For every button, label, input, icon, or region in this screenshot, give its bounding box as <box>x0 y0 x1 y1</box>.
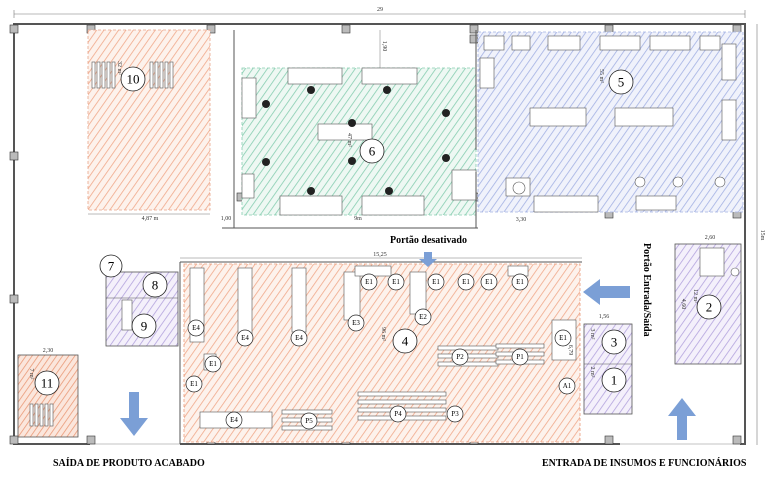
area-7-number: 7 <box>108 259 115 274</box>
arrow-left-entry-gate <box>583 279 630 305</box>
svg-text:P3: P3 <box>451 410 459 418</box>
area-4-size: 96 m² <box>380 327 386 341</box>
area-7-8-9: 7 8 9 <box>99 254 179 347</box>
area-4-number: 4 <box>402 334 409 349</box>
dim-190: 1,90 <box>381 41 387 52</box>
dim-460: 4,60 <box>680 299 686 310</box>
area-8-number: 8 <box>152 278 159 293</box>
equipment-e1: E1 <box>554 329 572 347</box>
equipment-e4: E4 <box>290 329 308 347</box>
area-3-size: 3 m² <box>589 329 595 340</box>
svg-text:E1: E1 <box>365 278 373 286</box>
arrow-down-disabled-gate <box>419 252 437 267</box>
svg-text:P2: P2 <box>456 353 464 361</box>
area-10-size: 32 m² <box>116 61 122 75</box>
svg-text:E1: E1 <box>209 360 217 368</box>
equipment-e1: E1 <box>480 273 498 291</box>
svg-text:E4: E4 <box>241 334 249 342</box>
svg-text:E1: E1 <box>462 278 470 286</box>
equipment-p1: P1 <box>511 348 529 366</box>
area-2-number: 2 <box>706 300 713 315</box>
equipment-e1: E1 <box>427 273 445 291</box>
area-6-number: 6 <box>369 144 376 159</box>
entry-exit-gate-label: Portão Entrada/Saída <box>641 243 652 337</box>
equipment-e1: E1 <box>185 375 203 393</box>
svg-text:P5: P5 <box>305 417 313 425</box>
area-5-number: 5 <box>618 75 625 90</box>
area-3-and-1: 3 1 3 m² 2 m² 1,56 6,79 <box>567 314 633 415</box>
equipment-p2: P2 <box>451 348 469 366</box>
equipment-e1: E1 <box>511 273 529 291</box>
dim-487: 4,87 m <box>142 216 159 222</box>
dim-230: 2,30 <box>43 348 54 354</box>
disabled-gate-label: Portão desativado <box>390 235 467 246</box>
svg-text:E4: E4 <box>230 416 238 424</box>
area-1-size: 2 m² <box>589 367 595 378</box>
area-11-size: 7 m² <box>28 369 34 380</box>
building-outline <box>13 23 746 445</box>
equipment-p4: P4 <box>389 405 407 423</box>
arrow-up-entry <box>668 398 696 440</box>
equipment-e2: E2 <box>414 308 432 326</box>
finished-product-exit-caption: SAÍDA DE PRODUTO ACABADO <box>53 458 205 469</box>
svg-text:P1: P1 <box>516 353 524 361</box>
equipment-p3: P3 <box>446 405 464 423</box>
dim-100: 1,00 <box>221 216 232 222</box>
area-11: 11 7 m² 2,30 <box>17 348 79 438</box>
equipment-e1: E1 <box>204 355 222 373</box>
equipment-e1: E1 <box>360 273 378 291</box>
area-2: 2 12 m² 2,60 4,60 <box>674 235 742 365</box>
svg-text:E1: E1 <box>516 278 524 286</box>
overall-width-label: 29 <box>377 7 383 13</box>
area-2-size: 12 m² <box>692 289 698 303</box>
equipment-a1: A1 <box>558 377 576 395</box>
area-5-size: 55 m² <box>598 69 604 83</box>
equipment-e4: E4 <box>187 319 205 337</box>
dim-156: 1,56 <box>599 314 610 320</box>
svg-text:E1: E1 <box>190 380 198 388</box>
area-6-size: 47 m² <box>346 133 352 147</box>
equipment-e3: E3 <box>347 314 365 332</box>
svg-text:E1: E1 <box>392 278 400 286</box>
dim-260: 2,60 <box>705 235 716 241</box>
overall-height-label: 15m <box>759 230 765 241</box>
equipment-e4: E4 <box>225 411 243 429</box>
area-10-number: 10 <box>127 72 140 87</box>
svg-text:E2: E2 <box>419 313 427 321</box>
svg-text:E3: E3 <box>352 319 360 327</box>
area-11-number: 11 <box>41 376 54 391</box>
equipment-e1: E1 <box>387 273 405 291</box>
area-6: 6 47 m² 9m <box>241 67 477 222</box>
svg-text:A1: A1 <box>563 382 572 390</box>
area-3-number: 3 <box>611 335 618 350</box>
svg-text:P4: P4 <box>394 410 402 418</box>
svg-text:E1: E1 <box>432 278 440 286</box>
dim-1525: 15,25 <box>373 252 387 258</box>
equipment-p5: P5 <box>300 412 318 430</box>
svg-text:E4: E4 <box>295 334 303 342</box>
area-5: 5 55 m² 3,30 <box>477 31 744 223</box>
area-1-number: 1 <box>611 373 618 388</box>
svg-text:E1: E1 <box>485 278 493 286</box>
dim-679: 6,79 <box>567 345 573 356</box>
equipment-e1: E1 <box>457 273 475 291</box>
area-10: 10 32 m² 4,87 m 1,00 <box>87 29 232 222</box>
arrows <box>120 252 696 440</box>
supplies-entry-caption: ENTRADA DE INSUMOS E FUNCIONÁRIOS <box>542 458 747 469</box>
svg-text:E4: E4 <box>192 324 200 332</box>
dim-330: 3,30 <box>516 217 527 223</box>
equipment-e4: E4 <box>236 329 254 347</box>
area-9-number: 9 <box>141 319 148 334</box>
overall-dimension: 29 15m <box>13 7 765 445</box>
dim-9m: 9m <box>354 216 362 222</box>
svg-text:E1: E1 <box>559 334 567 342</box>
arrow-down-exit <box>120 392 148 436</box>
equipment-markers: E1 E1 E1 E1 E1 E1 E1 E1 E1 E2 E3 E4 E4 E… <box>185 273 576 430</box>
